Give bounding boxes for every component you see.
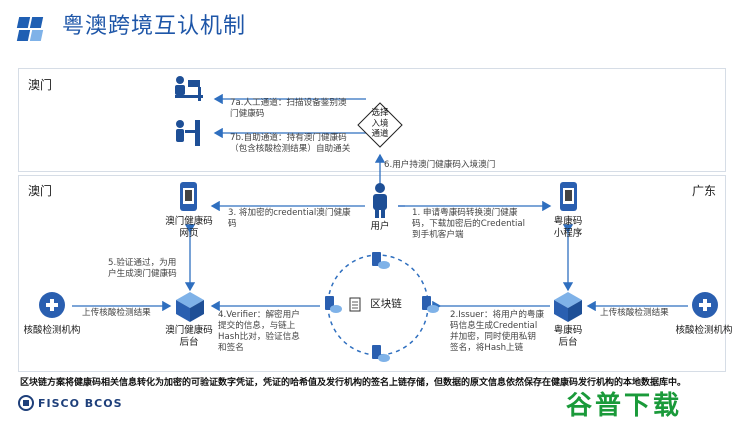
lab-right-label: 核酸检测机构 <box>675 325 733 336</box>
lab-right-icon <box>692 292 718 318</box>
footer-note: 区块链方案将健康码相关信息转化为加密的可验证数字凭证，凭证的哈希值及发行机构的签… <box>20 378 687 388</box>
self-channel-icon <box>176 120 200 146</box>
fisco-logo-icon <box>18 395 34 411</box>
region-macau-top: 澳门 <box>28 78 53 92</box>
macau-web-label: 澳门健康码 网页 <box>165 216 213 239</box>
step-4: 4.Verifier：解密用户 提交的信息，与链上 Hash比对，验证信息 和签… <box>218 310 300 353</box>
macau-backend-label: 澳门健康码 后台 <box>165 325 213 348</box>
step-2: 2.Issuer：将用户的粤康 码信息生成Credential 并加密，同时使用… <box>450 310 545 353</box>
step-1: 1. 申请粤康码转换澳门健康 码，下载加密后的Credential 到手机客户端 <box>412 208 525 240</box>
upload-left: 上传核酸检测结果 <box>82 308 151 318</box>
step-7a: 7a.人工通道：扫描设备鉴别澳 门健康码 <box>230 98 347 119</box>
lab-left-icon <box>39 292 65 318</box>
macau-backend-icon <box>176 292 204 322</box>
phone-macau-icon <box>180 182 197 211</box>
region-macau-bottom: 澳门 <box>28 184 53 198</box>
region-guangdong: 广东 <box>692 184 717 198</box>
main-panel <box>18 175 726 372</box>
decision-label: 选择 入境 通道 <box>371 108 389 139</box>
step-6: 6.用户持澳门健康码入境澳门 <box>384 160 496 170</box>
lab-left-label: 核酸检测机构 <box>23 325 81 336</box>
page-title: 粤澳跨境互认机制 <box>62 14 247 39</box>
upload-right: 上传核酸检测结果 <box>600 308 669 318</box>
blockchain-label: 区块链 <box>370 298 402 310</box>
step-7b: 7b.自助通道：持有澳门健康码 （包含核酸检测结果）自助通关 <box>230 133 351 154</box>
phone-gd-icon <box>560 182 577 211</box>
watermark: 谷普下载 <box>566 391 683 421</box>
step-5: 5.验证通过，为用 户生成澳门健康码 <box>108 258 177 279</box>
decision-diamond <box>357 102 403 148</box>
user-icon <box>373 183 387 218</box>
ledger-icon <box>349 297 361 312</box>
gd-app-label: 粤康码 小程序 <box>553 216 583 239</box>
gd-backend-label: 粤康码 后台 <box>553 325 583 348</box>
gd-backend-icon <box>554 292 582 322</box>
manual-channel-icon <box>175 76 203 101</box>
user-label: 用户 <box>370 221 390 232</box>
brand-name: FISCO BCOS <box>38 397 123 410</box>
step-3: 3. 将加密的credential澳门健康 码 <box>228 208 351 229</box>
